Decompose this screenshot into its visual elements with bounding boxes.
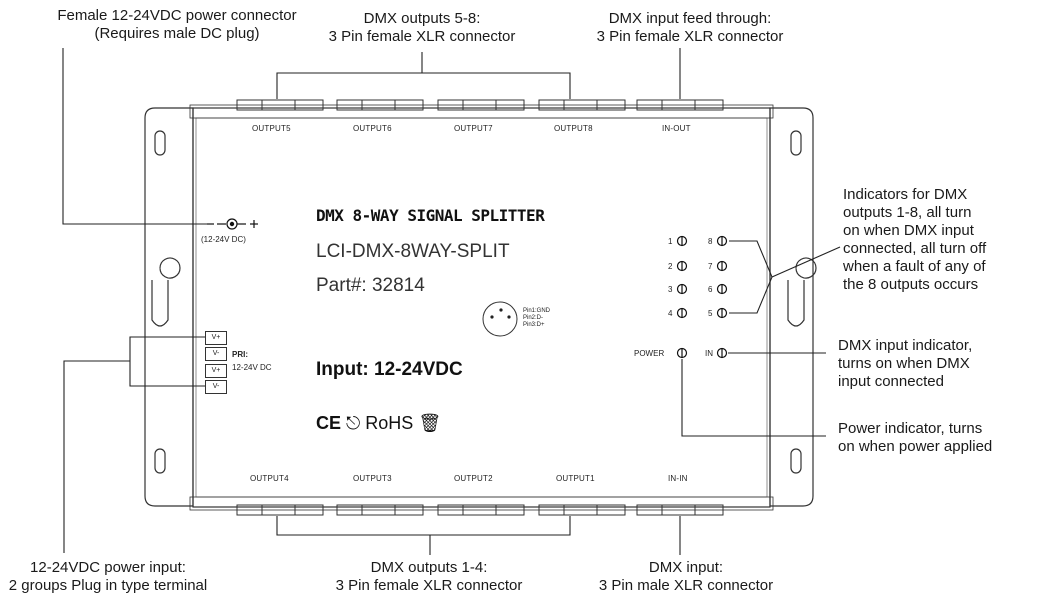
in-led-label: IN [705,349,713,358]
led-label-6: 6 [708,285,713,294]
leader-power-connector [62,48,207,225]
xlr-pinout-icon [482,301,518,337]
port-label-in-in: IN-IN [668,474,688,483]
device-title: DMX 8-WAY SIGNAL SPLITTER [316,206,545,225]
bracket-out-5-8 [276,72,571,99]
device-model: LCI-DMX-8WAY-SPLIT [316,241,510,262]
callout-power-input: 12-24VDC power input: 2 groups Plug in t… [8,559,208,594]
led-label-3: 3 [668,285,673,294]
callout-dmx-input: DMX input: 3 Pin male XLR connector [598,559,774,594]
led-label-5: 5 [708,309,713,318]
terminal-v-minus-1: V- [205,347,227,361]
led-label-7: 7 [708,262,713,271]
weee-bin-icon: 🗑 [418,413,442,433]
recycle-mark-icon: ⎋ [346,413,361,433]
certification-marks: CE ⎋ RoHS 🗑 [316,413,441,434]
terminal-v-plus-2: V+ [205,364,227,378]
slot-br [790,448,802,474]
ce-mark-icon: CE [316,413,342,433]
rohs-label: RoHS [365,413,414,433]
pri-label: PRI: [232,350,248,359]
right-flange [769,107,814,507]
bracket-out-1-4 [276,516,571,536]
terminal-v-plus-1: V+ [205,331,227,345]
slot-bl [154,448,166,474]
device-part-number: Part#: 32814 [316,275,425,296]
callout-power-indicator: Power indicator, turns on when power app… [838,420,993,455]
xlr-pinout-label: Pin1:GND Pin2:D- Pin3:D+ [523,308,551,328]
port-label-output3: OUTPUT3 [353,474,392,483]
port-label-output7: OUTPUT7 [454,124,493,133]
port-label-output5: OUTPUT5 [252,124,291,133]
callout-dmx-input-indicator: DMX input indicator, turns on when DMX i… [838,337,973,390]
port-label-output8: OUTPUT8 [554,124,593,133]
callout-feed-through: DMX input feed through: 3 Pin female XLR… [596,10,784,45]
led-label-2: 2 [668,262,673,271]
pri-value: 12-24V DC [232,363,272,372]
terminal-v-minus-2: V- [205,380,227,394]
port-label-output1: OUTPUT1 [556,474,595,483]
leader-power-indicator [681,359,826,437]
device-body [192,107,771,508]
bracket-indicators [729,240,773,314]
port-label-output4: OUTPUT4 [250,474,289,483]
led-label-1: 1 [668,237,673,246]
slot-tl [154,130,166,156]
port-label-in-out: IN-OUT [662,124,691,133]
callout-indicators: Indicators for DMX outputs 1-8, all turn… [843,186,987,293]
dc-polarity-icon [207,218,258,230]
port-label-output6: OUTPUT6 [353,124,392,133]
callout-power-connector: Female 12-24VDC power connector (Require… [57,7,297,42]
port-label-output2: OUTPUT2 [454,474,493,483]
keyhole-right [787,257,817,327]
slot-tr [790,130,802,156]
led-label-8: 8 [708,237,713,246]
power-led-label: POWER [634,349,665,358]
keyhole-left [151,257,181,327]
device-face [195,117,768,498]
device-input-rating: Input: 12-24VDC [316,359,463,380]
dc-voltage-label: (12-24V DC) [201,235,246,244]
callout-dmx-out-5-8: DMX outputs 5-8: 3 Pin female XLR connec… [328,10,516,45]
led-label-4: 4 [668,309,673,318]
leader-power-input [63,360,130,553]
callout-dmx-out-1-4: DMX outputs 1-4: 3 Pin female XLR connec… [335,559,523,594]
